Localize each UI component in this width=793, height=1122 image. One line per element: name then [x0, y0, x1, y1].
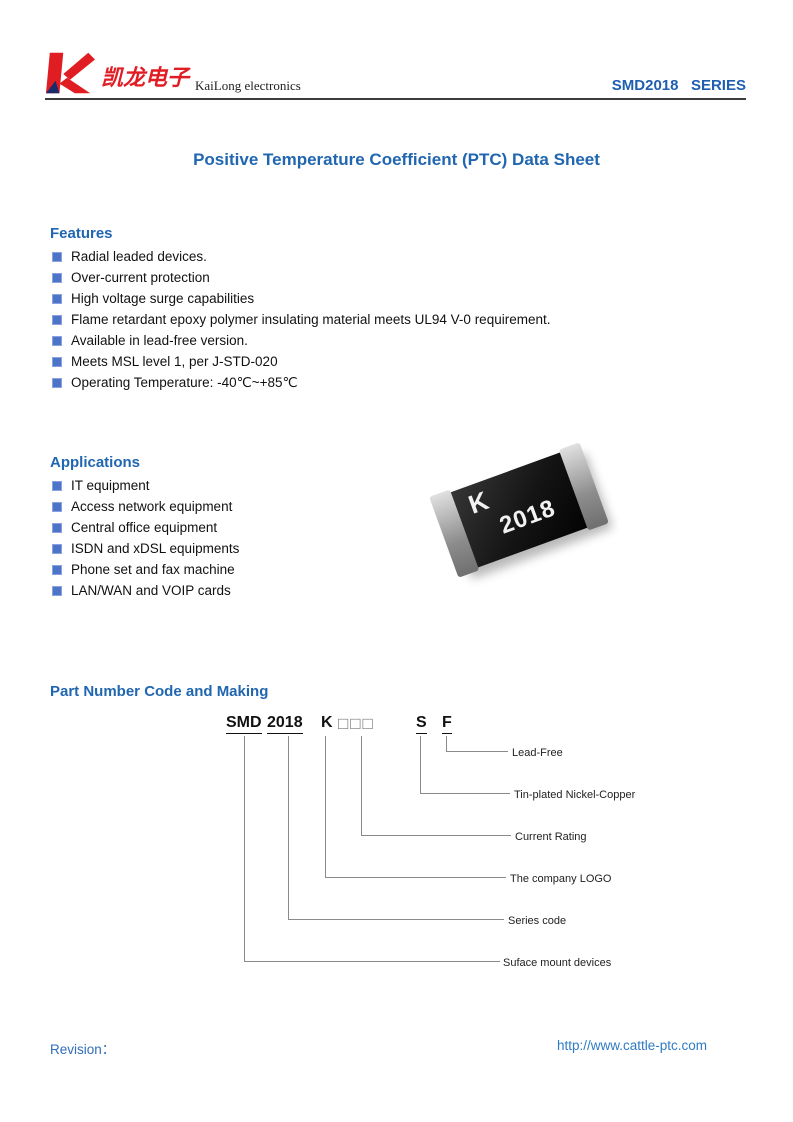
leader-line-plating [420, 736, 510, 794]
series-label: SMD2018 SERIES [611, 77, 746, 94]
smd-chip: K 2018 [429, 442, 609, 578]
chip-marking: K 2018 [435, 447, 603, 573]
chip-marking-series: 2018 [496, 494, 560, 540]
part-code-current-rating-boxes: □□□ [338, 714, 375, 733]
application-text: Phone set and fax machine [71, 562, 235, 577]
part-label-plating: Tin-plated Nickel-Copper [514, 789, 636, 801]
page-header: 凯龙电子 KaiLong electronics SMD2018 SERIES [45, 52, 746, 100]
part-code-leadfree: F [442, 714, 452, 734]
features-list: Radial leaded devices. Over-current prot… [52, 246, 550, 393]
part-label-current-rating: Current Rating [515, 831, 587, 843]
leader-line-current-rating [361, 736, 511, 836]
bullet-icon [52, 251, 62, 262]
k-logo-icon [45, 52, 95, 94]
leader-line-smd [244, 736, 500, 962]
part-label-logo: The company LOGO [510, 873, 612, 885]
application-item: Central office equipment [52, 517, 239, 538]
application-item: Access network equipment [52, 496, 239, 517]
part-code-logo: K [321, 714, 333, 731]
leader-line-leadfree [446, 736, 508, 752]
feature-text: Over-current protection [71, 270, 210, 285]
bullet-icon [52, 522, 62, 533]
website-link[interactable]: http://www.cattle-ptc.com [556, 1038, 707, 1053]
bullet-icon [52, 543, 62, 554]
application-text: IT equipment [71, 478, 150, 493]
feature-item: Available in lead-free version. [52, 330, 550, 351]
logo-chinese-text: 凯龙电子 [101, 66, 190, 91]
application-item: Phone set and fax machine [52, 559, 239, 580]
feature-item: High voltage surge capabilities [52, 288, 550, 309]
feature-text: Operating Temperature: -40℃~+85℃ [71, 374, 298, 390]
company-logo: 凯龙电子 KaiLong electronics [45, 50, 301, 98]
page-title: Positive Temperature Coefficient (PTC) D… [193, 150, 600, 169]
application-item: IT equipment [52, 475, 239, 496]
application-item: LAN/WAN and VOIP cards [52, 580, 239, 601]
bullet-icon [52, 377, 62, 388]
revision-label: Revision： [50, 1042, 116, 1057]
applications-list: IT equipment Access network equipment Ce… [52, 475, 239, 601]
application-text: Access network equipment [71, 499, 233, 514]
feature-text: Meets MSL level 1, per J-STD-020 [71, 354, 278, 369]
feature-item: Flame retardant epoxy polymer insulating… [52, 309, 550, 330]
leader-line-logo [325, 736, 506, 878]
bullet-icon [52, 272, 62, 283]
feature-text: Available in lead-free version. [71, 333, 248, 348]
feature-text: High voltage surge capabilities [71, 291, 255, 306]
bullet-icon [52, 335, 62, 346]
applications-heading: Applications [50, 454, 141, 471]
part-code-series: 2018 [267, 714, 303, 734]
leader-line-series-code [288, 736, 504, 920]
bullet-icon [52, 480, 62, 491]
feature-item: Radial leaded devices. [52, 246, 550, 267]
bullet-icon [52, 314, 62, 325]
application-text: LAN/WAN and VOIP cards [71, 583, 231, 598]
feature-text: Radial leaded devices. [71, 249, 207, 264]
part-number-heading: Part Number Code and Making [50, 683, 269, 700]
feature-item: Over-current protection [52, 267, 550, 288]
features-heading: Features [50, 225, 113, 242]
part-code-plating: S [416, 714, 427, 734]
part-label-smd: Suface mount devices [503, 957, 612, 969]
bullet-icon [52, 356, 62, 367]
part-label-leadfree: Lead-Free [512, 747, 563, 759]
bullet-icon [52, 293, 62, 304]
chip-photo: K 2018 [429, 442, 612, 578]
chip-marking-logo: K [464, 485, 493, 520]
feature-text: Flame retardant epoxy polymer insulating… [71, 312, 551, 327]
application-item: ISDN and xDSL equipments [52, 538, 239, 559]
bullet-icon [52, 501, 62, 512]
logo-subtext: KaiLong electronics [195, 78, 301, 93]
feature-item: Meets MSL level 1, per J-STD-020 [52, 351, 550, 372]
application-text: ISDN and xDSL equipments [71, 541, 240, 556]
feature-item: Operating Temperature: -40℃~+85℃ [52, 372, 550, 393]
bullet-icon [52, 585, 62, 596]
part-label-series-code: Series code [508, 915, 567, 927]
part-code-smd: SMD [226, 714, 262, 734]
bullet-icon [52, 564, 62, 575]
application-text: Central office equipment [71, 520, 218, 535]
